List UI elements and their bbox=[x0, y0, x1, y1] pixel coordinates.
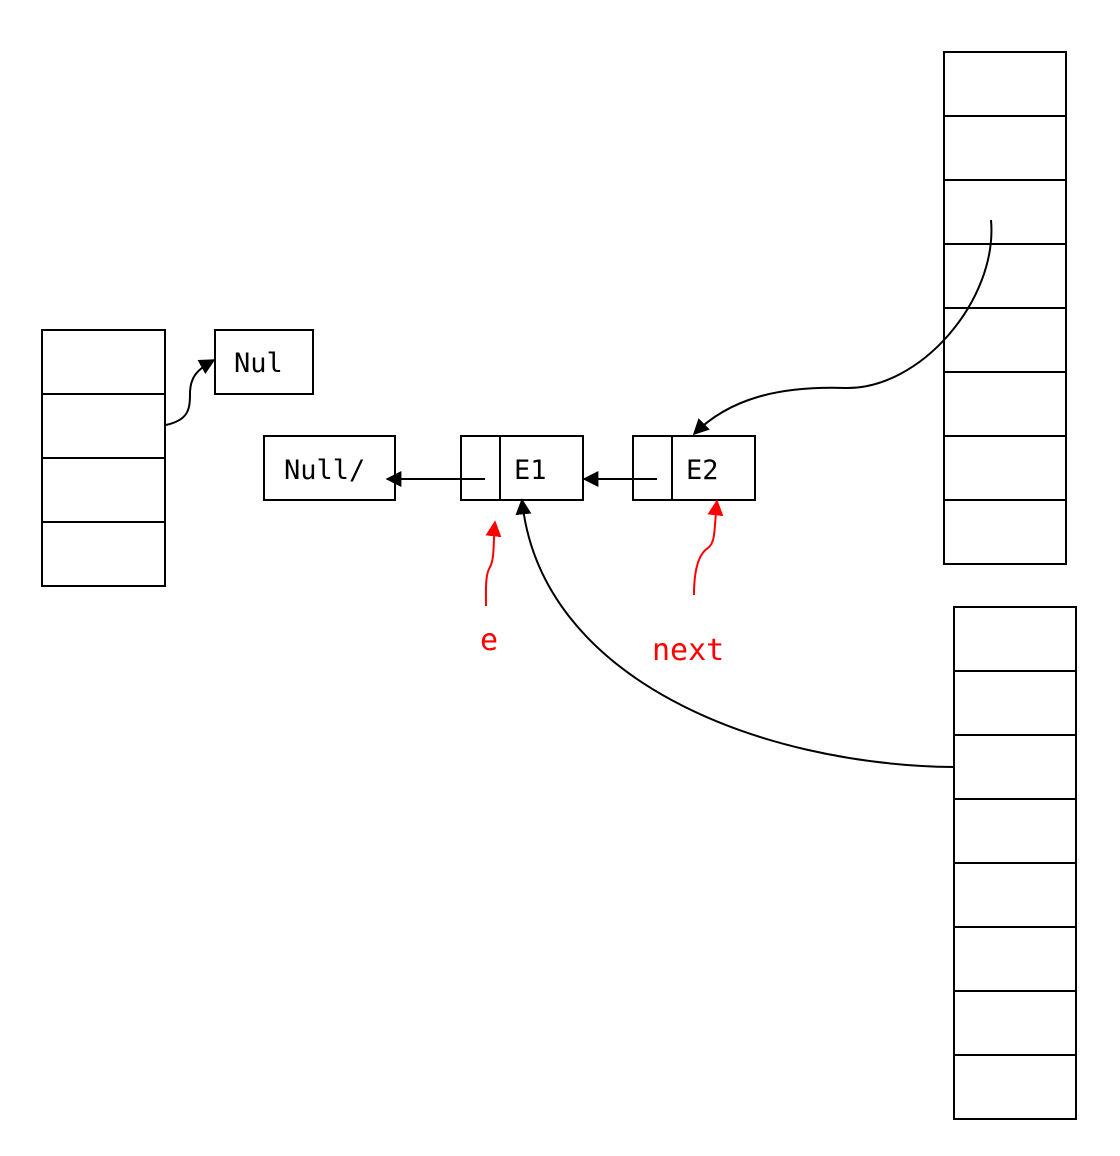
e1-node: E1 bbox=[460, 435, 584, 501]
new-table-bottom-bucket-7 bbox=[953, 1054, 1077, 1120]
new-table-bottom-bucket-3 bbox=[953, 798, 1077, 864]
e2-node: E2 bbox=[632, 435, 756, 501]
new-table-bottom bbox=[953, 606, 1077, 1120]
nul-node-label: Nul bbox=[234, 348, 283, 379]
new-table-bottom-bucket-1 bbox=[953, 670, 1077, 736]
new-table-top-bucket-0 bbox=[943, 51, 1067, 117]
new-table-top-bucket-5 bbox=[943, 371, 1067, 437]
new-table-top bbox=[943, 51, 1067, 565]
e-pointer-label: e bbox=[480, 623, 498, 658]
old-table bbox=[41, 329, 166, 587]
next-pointer-arrow bbox=[693, 499, 724, 596]
new-table-bottom-bucket-5 bbox=[953, 926, 1077, 992]
old-bucket-to-nul-arrow bbox=[165, 359, 216, 426]
nul-node: Nul bbox=[214, 329, 314, 395]
old-table-bucket-0 bbox=[41, 329, 166, 395]
new-table-bottom-bucket-6 bbox=[953, 990, 1077, 1056]
new-top-bucket-to-e2-arrow bbox=[692, 219, 993, 436]
new-table-bottom-bucket-2 bbox=[953, 734, 1077, 800]
new-table-bottom-bucket-4 bbox=[953, 862, 1077, 928]
new-bottom-bucket-to-e1-arrow bbox=[515, 498, 955, 768]
new-table-top-bucket-1 bbox=[943, 115, 1067, 181]
new-table-top-bucket-6 bbox=[943, 435, 1067, 501]
new-table-top-bucket-2 bbox=[943, 179, 1067, 245]
null-tail-node: Null/ bbox=[263, 435, 396, 501]
next-pointer-label: next bbox=[652, 633, 724, 668]
new-table-top-bucket-3 bbox=[943, 243, 1067, 309]
old-table-bucket-3 bbox=[41, 521, 166, 587]
e2-node-label: E2 bbox=[686, 455, 719, 486]
e1-node-label: E1 bbox=[514, 455, 547, 486]
new-table-top-bucket-7 bbox=[943, 499, 1067, 565]
old-table-bucket-1 bbox=[41, 393, 166, 459]
new-table-bottom-bucket-0 bbox=[953, 606, 1077, 672]
null-tail-node-label: Null/ bbox=[284, 455, 365, 486]
e-pointer-arrow bbox=[484, 520, 502, 607]
old-table-bucket-2 bbox=[41, 457, 166, 523]
